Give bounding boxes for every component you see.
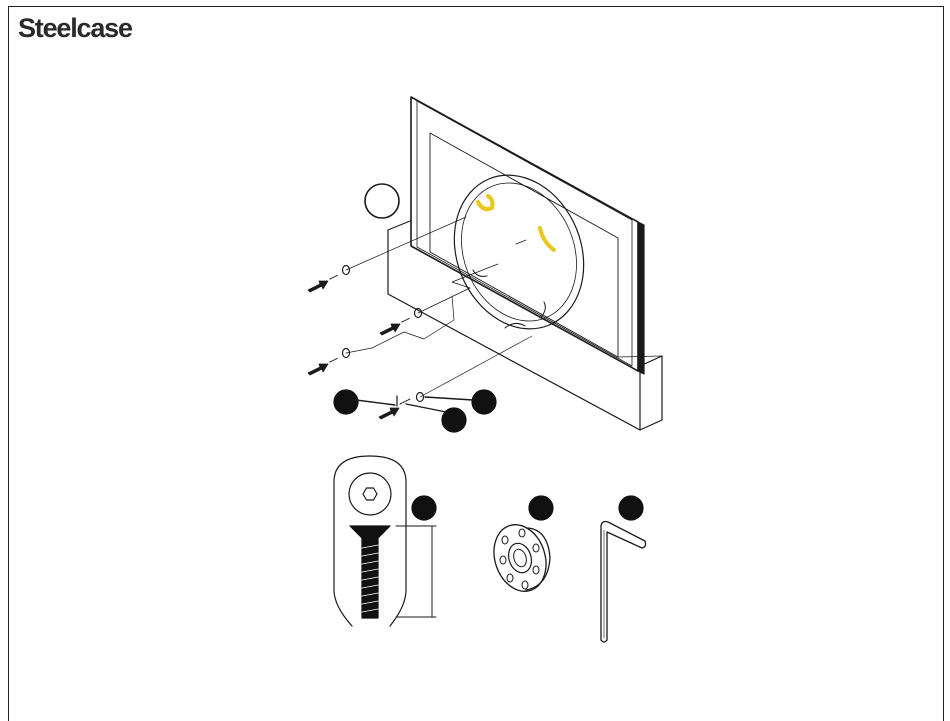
callout-key: [406, 404, 466, 432]
screw-shaft: [362, 538, 378, 618]
part-washer-detail: [486, 496, 555, 598]
screw-set-3: [308, 349, 350, 376]
callout-part-washer: [529, 496, 553, 520]
callout-circle-empty: [365, 184, 399, 218]
screw-head: [350, 526, 390, 538]
part-hex-key-detail: [601, 496, 646, 642]
callout-part-screw: [412, 496, 436, 520]
screw-set-1: [308, 266, 350, 293]
arrow-icon: [308, 281, 328, 292]
monitor-assembly: [308, 97, 662, 432]
callout-part-hex-key: [619, 496, 643, 520]
yellow-slot-upper: [478, 196, 493, 209]
mounting-plate: [432, 156, 606, 349]
guide-line-4: [420, 336, 532, 397]
hex-socket-icon: [363, 488, 377, 500]
arrow-icon: [380, 324, 400, 335]
monitor-screen-recess: [430, 133, 618, 357]
arrow-icon: [379, 408, 399, 419]
screw-head-circle: [349, 473, 391, 515]
arrow-icon: [308, 364, 328, 375]
callout-screw: [334, 390, 395, 414]
base-block: [388, 230, 640, 430]
screw-set-2: [380, 309, 422, 336]
monitor-bezel: [411, 97, 638, 371]
yellow-slot-right: [540, 228, 554, 250]
hex-key-icon: [601, 522, 646, 643]
dimension-line: [396, 526, 436, 617]
part-screw-detail: [334, 456, 436, 626]
